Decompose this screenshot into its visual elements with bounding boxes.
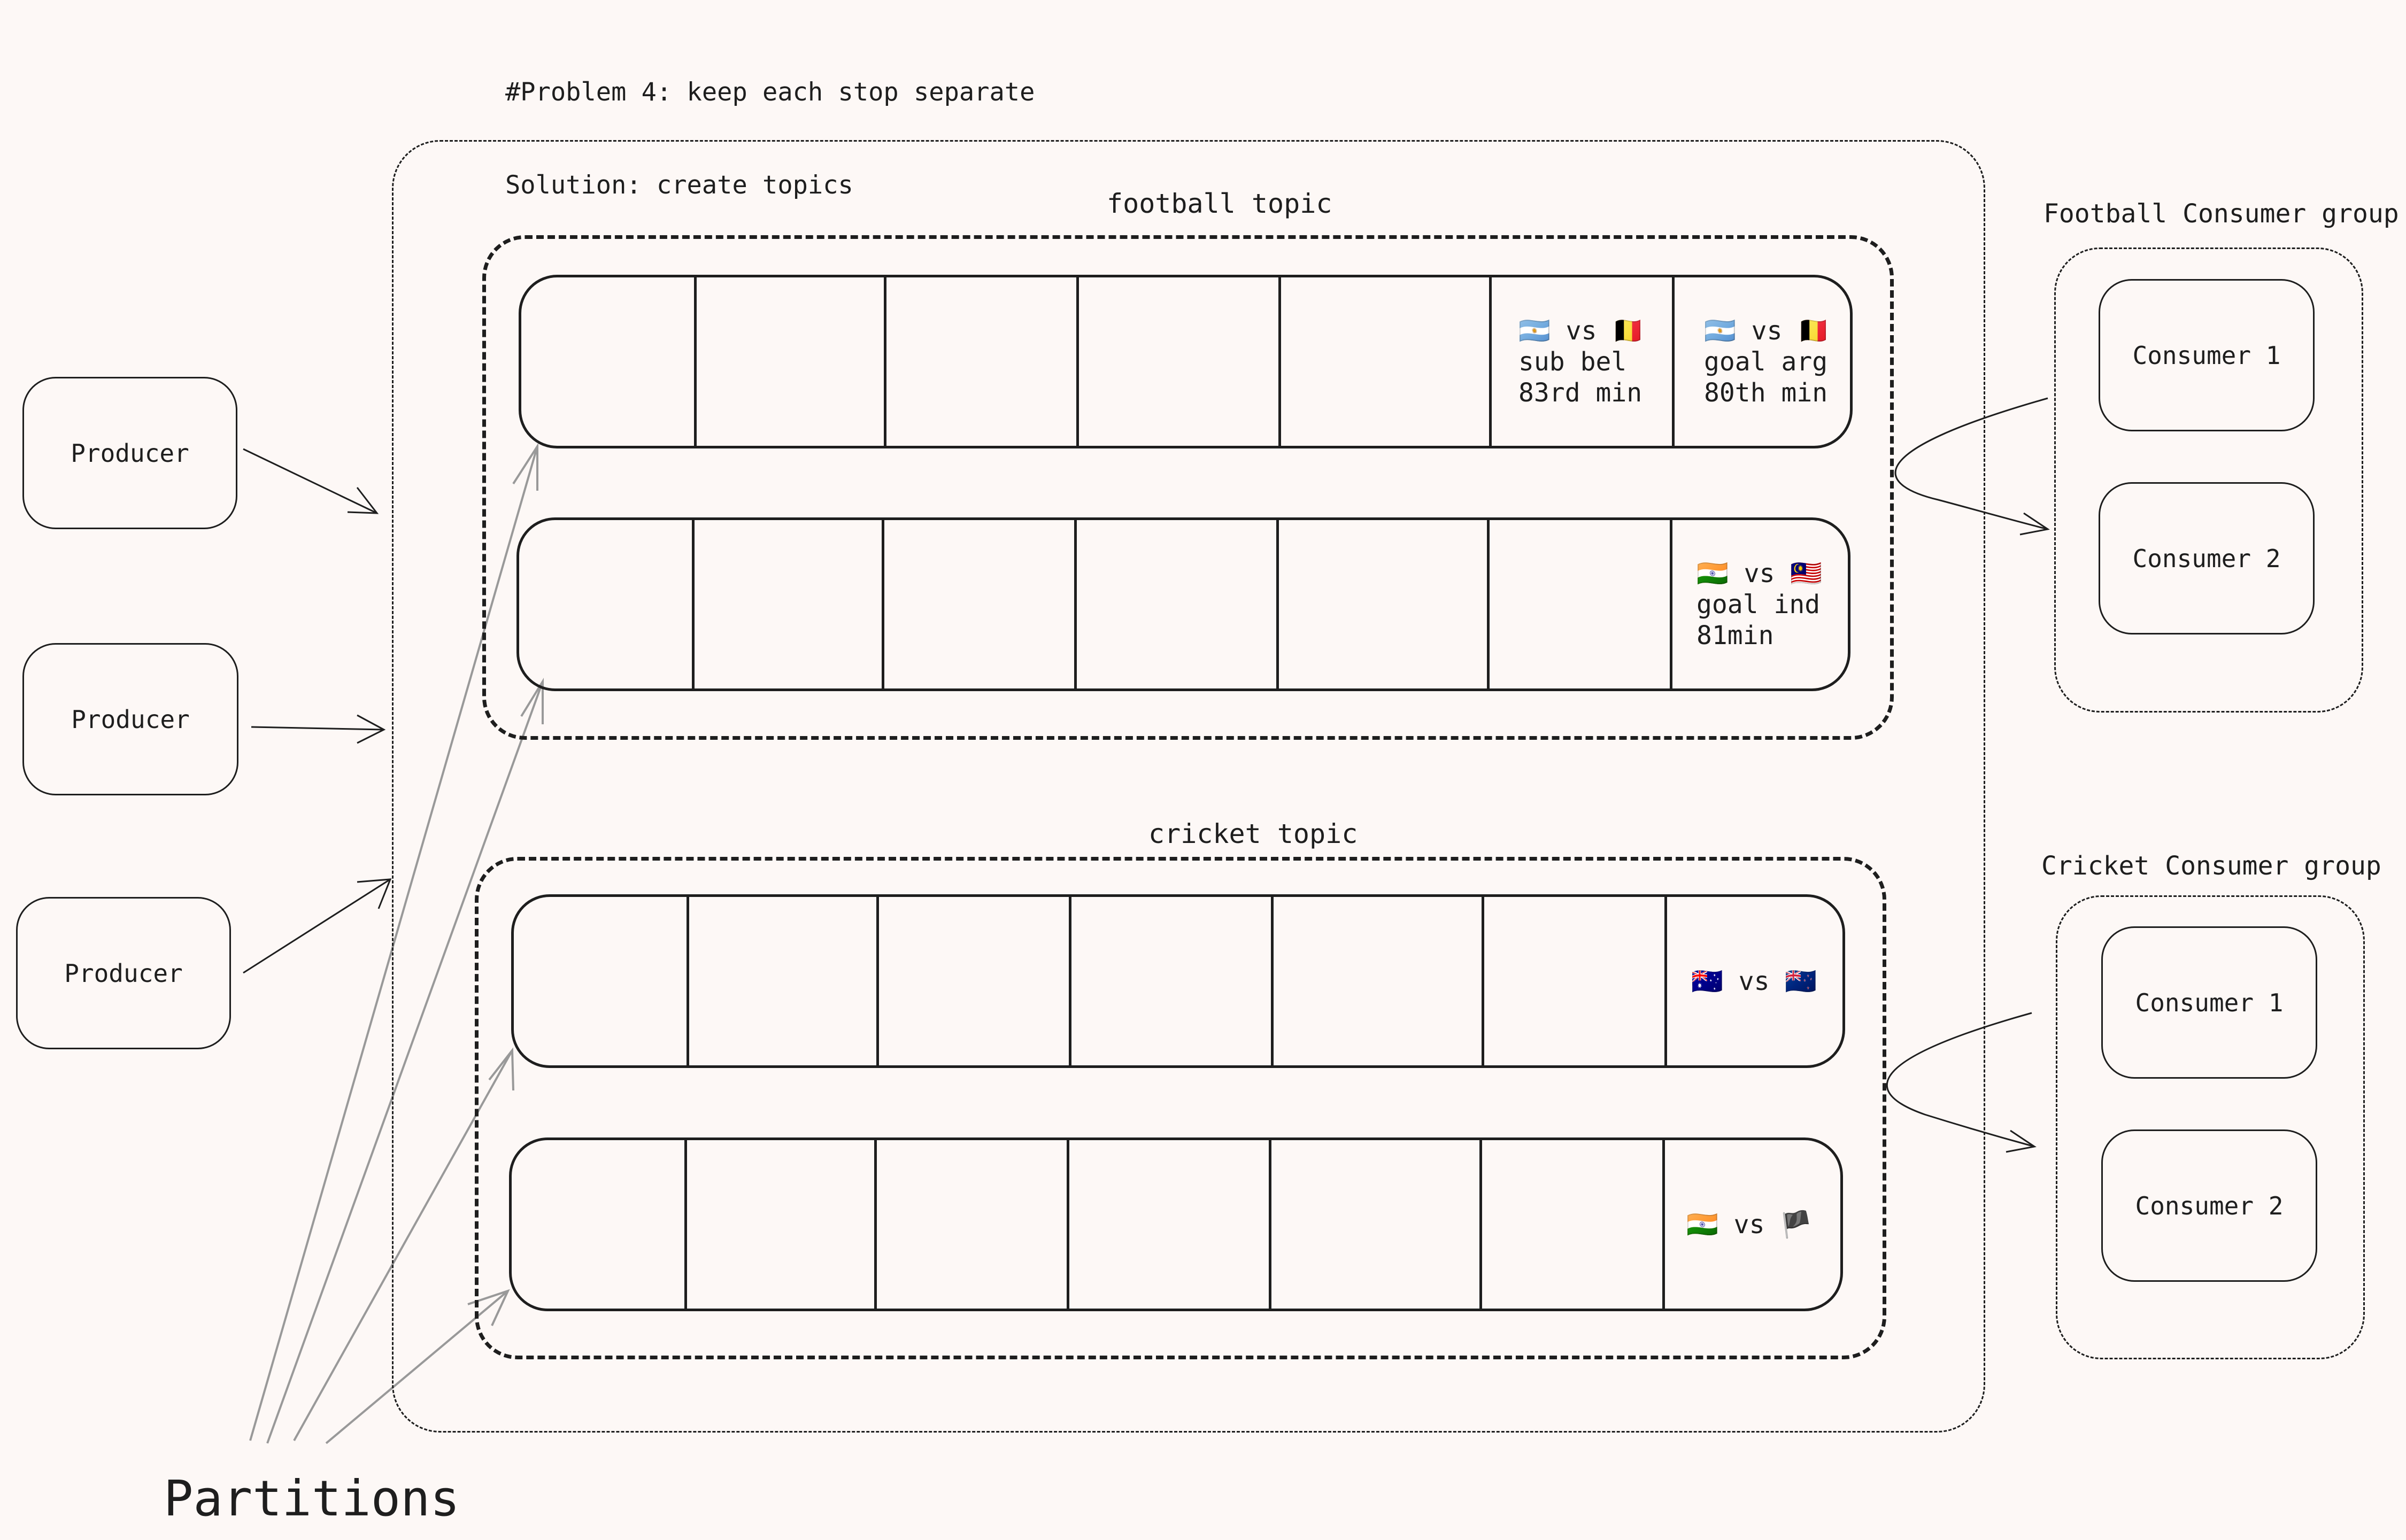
consumer-label: Consumer 2	[2132, 544, 2281, 573]
football-partition-1: 🇮🇳 vs 🇲🇾 goal ind 81min	[516, 517, 1850, 691]
partition-cell	[1281, 277, 1492, 446]
message-aus-nz: 🇦🇺 vs 🇳🇿	[1691, 966, 1817, 996]
problem-note-line2: Solution: create topics	[505, 171, 853, 200]
producer-arrow	[243, 448, 379, 514]
partition-cell	[695, 520, 884, 688]
football-topic-title: football topic	[1107, 188, 1332, 219]
partition-cell	[1079, 277, 1281, 446]
partition-cell	[886, 277, 1079, 446]
message-goal-arg: 🇦🇷 vs 🇧🇪 goal arg 80th min	[1704, 315, 1830, 408]
message-sub-bel: 🇦🇷 vs 🇧🇪 sub bel 83rd min	[1492, 277, 1675, 446]
cricket-partition-0: 🇦🇺 vs 🇳🇿	[511, 894, 1845, 1068]
partition-cell	[1279, 520, 1490, 688]
football-consumer-connector	[1894, 397, 2050, 536]
partition-cell	[1490, 520, 1672, 688]
partition-cell	[1069, 1140, 1271, 1309]
cricket-consumer-2: Consumer 2	[2101, 1129, 2317, 1282]
producer-box: Producer	[22, 377, 237, 529]
producer-arrow	[243, 878, 392, 974]
problem-note: #Problem 4: keep each stop separate Solu…	[505, 15, 1035, 263]
partition-cell	[1071, 897, 1274, 1065]
partition-cell	[884, 520, 1077, 688]
cricket-partition-1: 🇮🇳 vs 🏴	[509, 1137, 1843, 1311]
partition-cell	[697, 277, 886, 446]
football-consumer-group	[2054, 247, 2363, 713]
producer-label: Producer	[71, 705, 190, 734]
message-goal-ind: 🇮🇳 vs 🇲🇾 goal ind 81min	[1696, 558, 1823, 651]
producer-label: Producer	[64, 958, 183, 988]
cricket-topic-container	[475, 857, 1886, 1359]
consumer-label: Consumer 1	[2135, 988, 2284, 1017]
producer-box: Producer	[16, 897, 231, 1049]
cricket-topic-title: cricket topic	[1148, 818, 1358, 849]
partitions-label: Partitions	[164, 1470, 460, 1527]
football-consumer-1: Consumer 1	[2099, 279, 2315, 431]
cricket-consumer-connector	[1886, 1012, 2037, 1153]
partition-cell	[1482, 1140, 1665, 1309]
producer-label: Producer	[71, 438, 189, 468]
partition-cell	[1274, 897, 1484, 1065]
partition-pointer-arrow	[249, 443, 538, 1441]
partition-cell	[519, 520, 695, 688]
football-partition-0: 🇦🇷 vs 🇧🇪 sub bel 83rd min 🇦🇷 vs 🇧🇪 goal …	[519, 275, 1853, 448]
consumer-label: Consumer 1	[2132, 340, 2281, 370]
football-group-title: Football Consumer group	[2043, 199, 2399, 229]
cricket-consumer-group	[2056, 895, 2365, 1359]
partition-cell	[521, 277, 697, 446]
football-topic-container	[482, 235, 1894, 740]
partition-cell	[1271, 1140, 1482, 1309]
message-ind-eng: 🇮🇳 vs 🏴	[1686, 1209, 1813, 1240]
partition-cell	[877, 1140, 1069, 1309]
football-consumer-2: Consumer 2	[2099, 482, 2315, 634]
producer-box: Producer	[22, 643, 238, 795]
cricket-consumer-1: Consumer 1	[2101, 926, 2317, 1079]
partition-cell	[687, 1140, 877, 1309]
producer-arrow	[251, 714, 386, 744]
partition-cell	[879, 897, 1071, 1065]
partition-cell	[1484, 897, 1667, 1065]
cricket-group-title: Cricket Consumer group	[2041, 851, 2381, 881]
cluster-container	[392, 140, 1985, 1433]
problem-note-line1: #Problem 4: keep each stop separate	[505, 78, 1035, 107]
partition-cell	[689, 897, 879, 1065]
consumer-label: Consumer 2	[2135, 1191, 2284, 1220]
partition-cell	[1077, 520, 1279, 688]
partition-cell	[512, 1140, 687, 1309]
partition-cell	[514, 897, 689, 1065]
